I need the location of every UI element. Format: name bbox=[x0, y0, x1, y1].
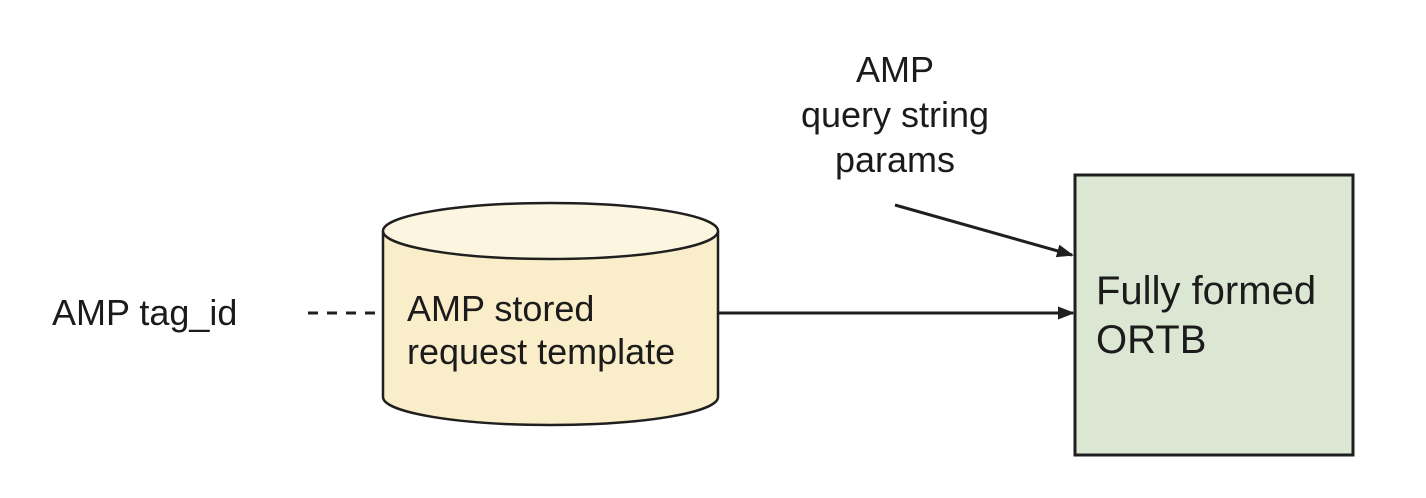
ortb-box-shape bbox=[1075, 175, 1353, 455]
stored-request-cylinder-body bbox=[383, 231, 718, 425]
stored-request-cylinder-label: AMP stored request template bbox=[407, 287, 675, 373]
query-params-line-1: AMP bbox=[855, 49, 934, 90]
amp-tag-id-label: AMP tag_id bbox=[52, 292, 238, 333]
query-params-line-2: query string bbox=[800, 94, 990, 135]
stored-request-cylinder-top bbox=[383, 203, 718, 259]
ortb-box-outline bbox=[1073, 173, 1355, 457]
ortb-label-line-1: Fully formed bbox=[1096, 269, 1317, 313]
amp-query-string-params-label: AMP query string params bbox=[745, 47, 1045, 182]
ortb-label-line-2: ORTB bbox=[1096, 318, 1207, 362]
cylinder-label-line-2: request template bbox=[407, 331, 676, 372]
stored-request-cylinder-outline bbox=[381, 231, 720, 427]
params-to-box-arrow bbox=[894, 203, 1074, 258]
stored-request-cylinder-top-outline bbox=[381, 201, 720, 261]
cylinder-label-line-1: AMP stored bbox=[407, 288, 595, 329]
ortb-box-label: Fully formed ORTB bbox=[1096, 267, 1316, 365]
query-params-line-3: params bbox=[834, 139, 956, 180]
